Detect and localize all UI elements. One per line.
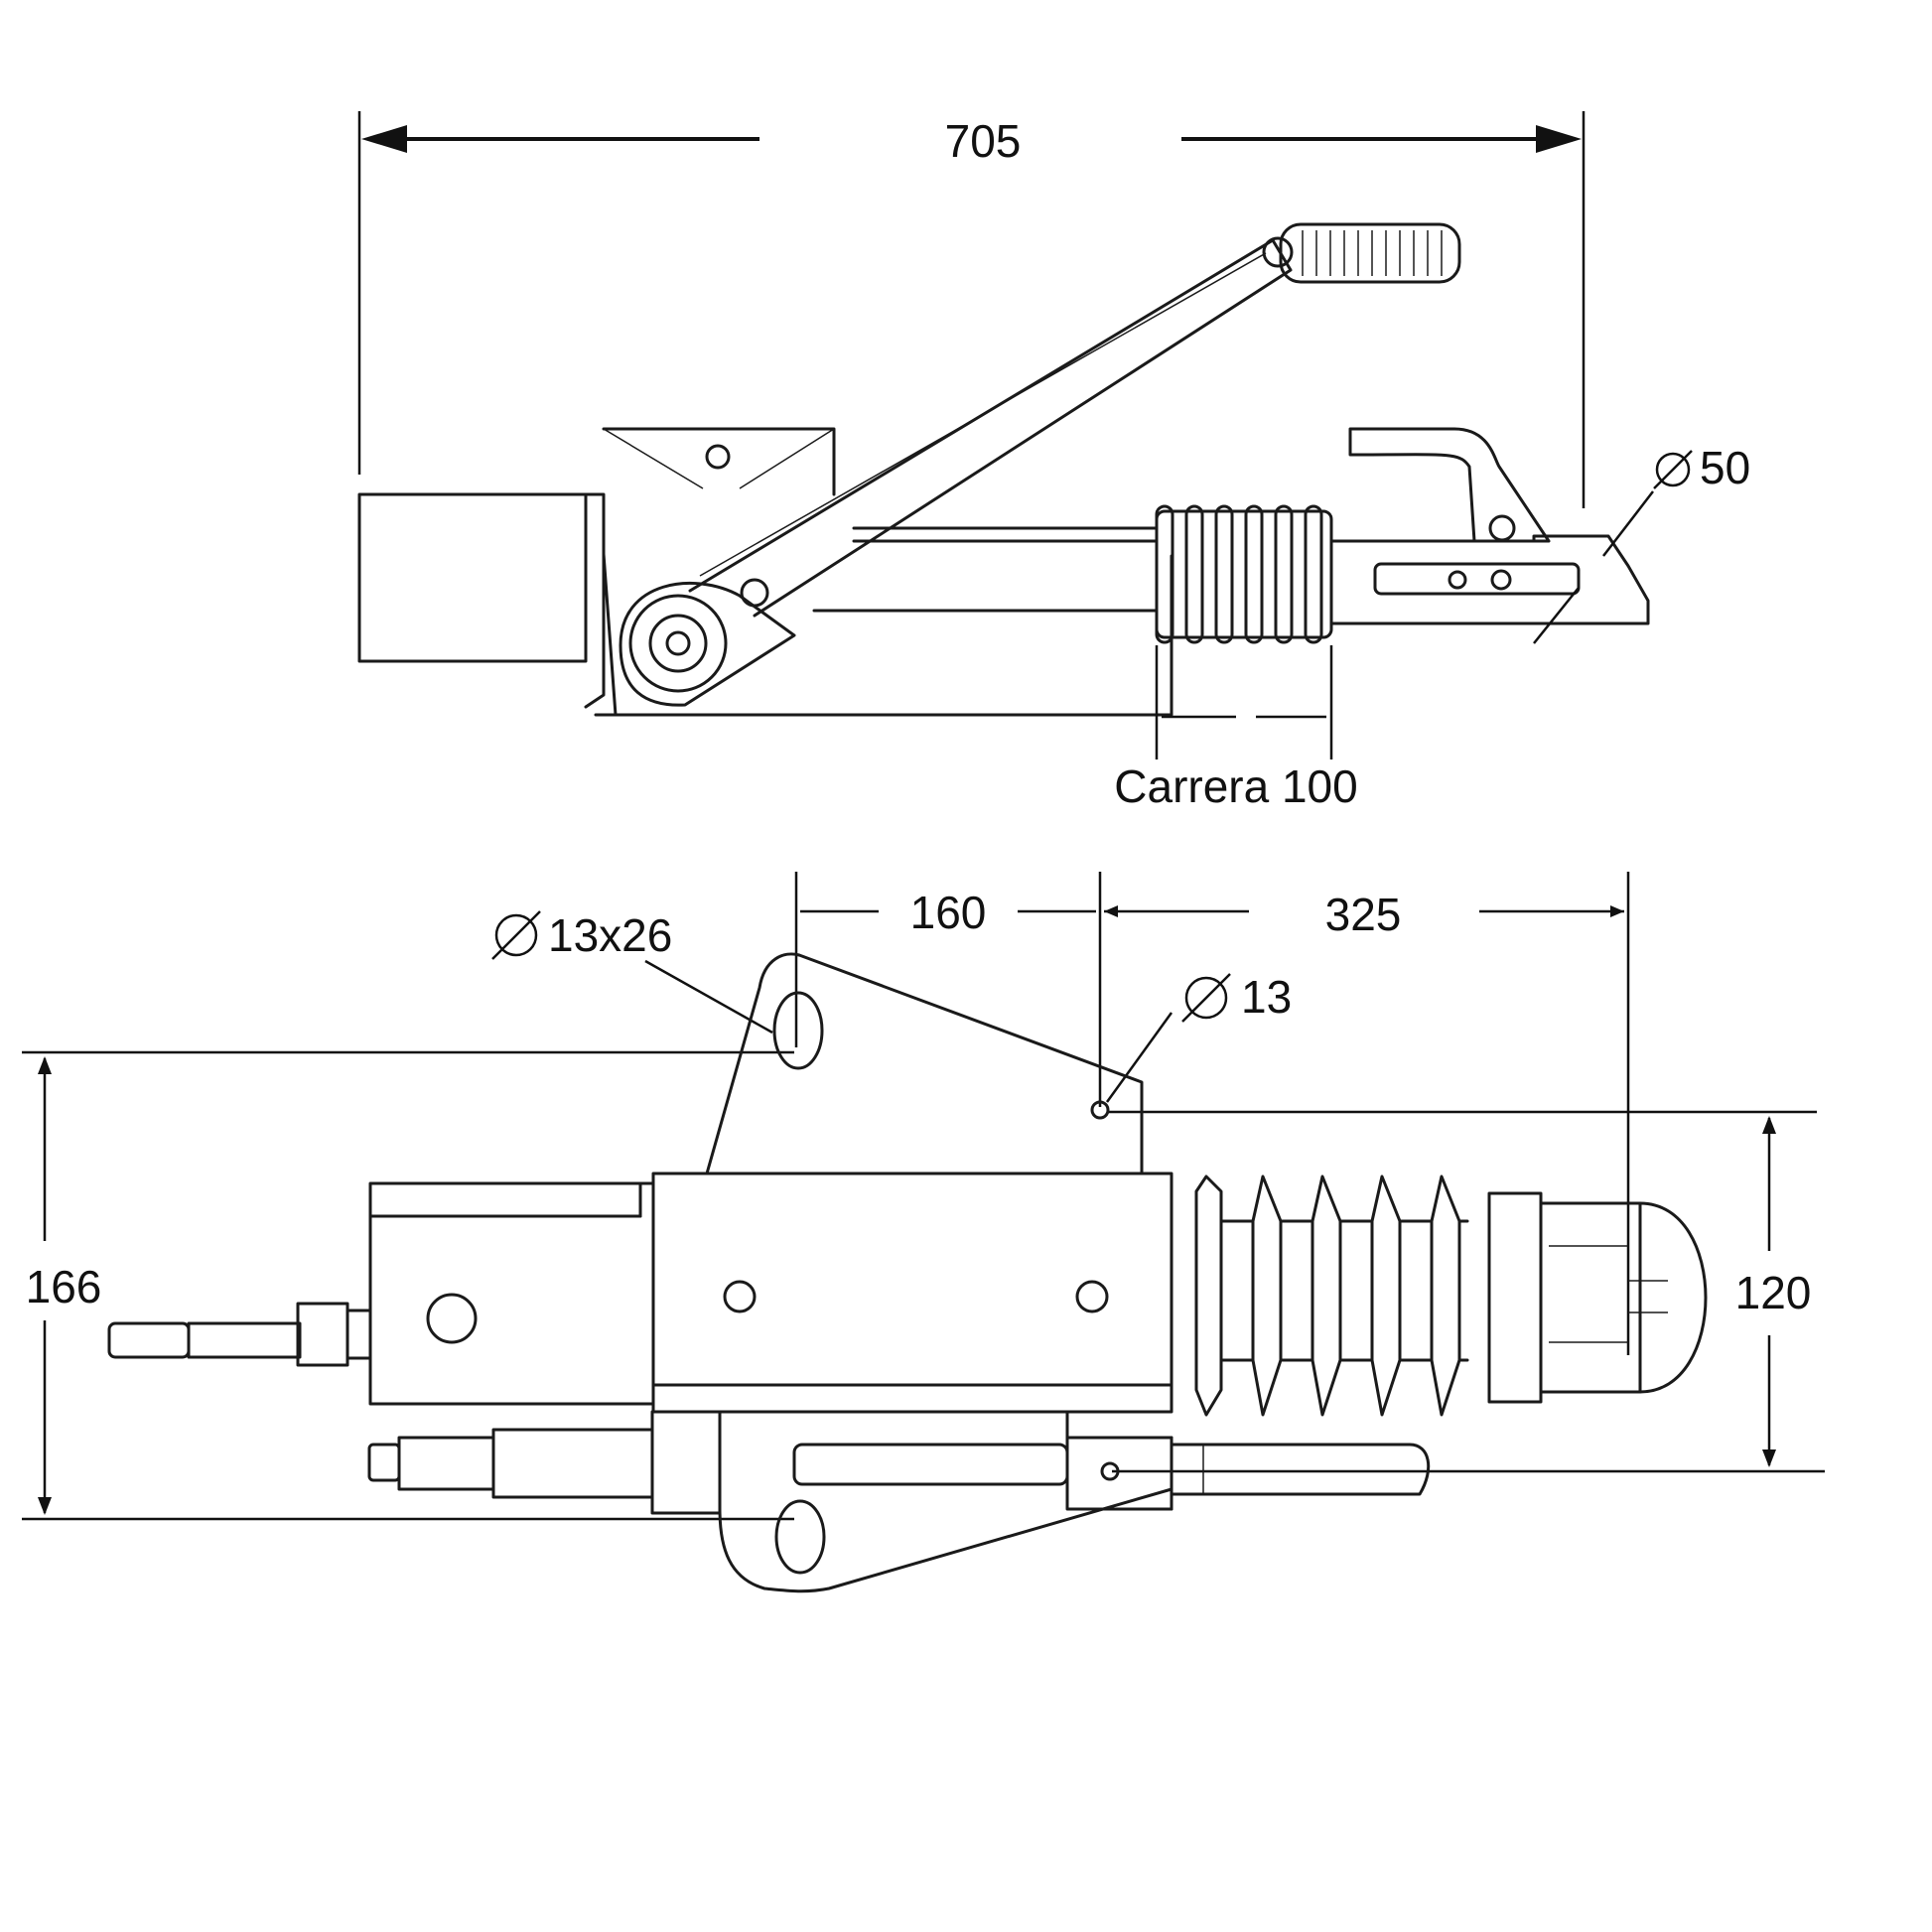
coupling-flange	[1487, 1191, 1543, 1404]
leader-50-lower	[1533, 587, 1580, 644]
dim-label-325: 325	[1325, 889, 1402, 940]
leader-13	[1105, 1012, 1173, 1103]
slot-hole-2	[1490, 569, 1512, 591]
dim-label-166: 166	[26, 1261, 102, 1312]
shock-rod	[1170, 1443, 1431, 1496]
side-view: 160 325 13x26 13 166 120	[22, 872, 1825, 1593]
body-front	[584, 492, 606, 709]
coupling-ball-cap	[1638, 1201, 1708, 1394]
lower-rod-sleeve	[491, 1428, 654, 1499]
pivot-bolt	[665, 630, 691, 656]
coupling-handle	[1348, 427, 1551, 543]
diameter-icon	[1655, 452, 1691, 487]
pivot-hub-ring	[628, 594, 728, 693]
brake-rod-collar	[345, 1309, 372, 1360]
dim-label-120: 120	[1735, 1267, 1812, 1318]
bracket-diag-2	[739, 428, 835, 489]
upper-bracket	[705, 952, 1144, 1175]
coupling-body	[1539, 1201, 1642, 1394]
bracket-hole	[705, 444, 731, 470]
coupling-head-top	[1329, 534, 1650, 625]
pivot-hub-inner	[648, 614, 708, 673]
arrow-right-icon	[1536, 125, 1582, 153]
coupling-slot	[1373, 562, 1581, 596]
bellows-top	[1155, 504, 1333, 644]
stroke-label: Carrera 100	[1114, 760, 1357, 812]
pivot-hub-outline	[619, 582, 796, 707]
small-hole	[1090, 1100, 1110, 1120]
slot-hole-1	[1448, 570, 1467, 590]
bracket-plate	[602, 427, 836, 496]
slot-hole-label: 13x26	[548, 909, 672, 961]
slot-hole-lower	[774, 1499, 826, 1575]
bellows-fold-1	[1194, 1174, 1223, 1417]
brake-rod-end	[107, 1321, 191, 1359]
lower-slot	[792, 1443, 1069, 1486]
lever-edge	[699, 252, 1267, 577]
housing-hole-1	[723, 1280, 757, 1313]
lower-small-hole	[1100, 1461, 1120, 1481]
bellows-side	[1219, 1174, 1469, 1417]
lower-rod-end	[367, 1443, 401, 1482]
slot-hole-upper	[772, 991, 824, 1070]
dim-label-160: 160	[910, 887, 987, 938]
lever-pivot	[1262, 236, 1294, 268]
lever-grip-ribs	[1302, 230, 1443, 276]
arrow-left-icon	[361, 125, 407, 153]
brake-rod	[187, 1321, 302, 1359]
main-housing	[651, 1172, 1173, 1414]
lower-rod	[397, 1436, 495, 1491]
tube-hole	[426, 1293, 478, 1344]
leader-13x26	[644, 959, 773, 1035]
leader-50	[1602, 490, 1654, 557]
slot-diameter-icon	[494, 913, 538, 957]
lever-grip	[1279, 222, 1461, 284]
lower-block	[650, 1410, 722, 1515]
top-view: 705	[357, 111, 1750, 812]
drawbar-tube	[357, 492, 588, 663]
handle-pivot	[1488, 514, 1516, 542]
lower-bracket	[718, 1410, 1173, 1593]
small-hole-label: 13	[1241, 971, 1292, 1023]
brake-rod-nut	[296, 1302, 349, 1367]
dim-label-705: 705	[945, 115, 1022, 167]
ball-diameter-label: 50	[1700, 442, 1750, 493]
hole-diameter-icon	[1184, 976, 1228, 1020]
bracket-diag-1	[603, 428, 704, 489]
housing-hole-2	[1075, 1280, 1109, 1313]
